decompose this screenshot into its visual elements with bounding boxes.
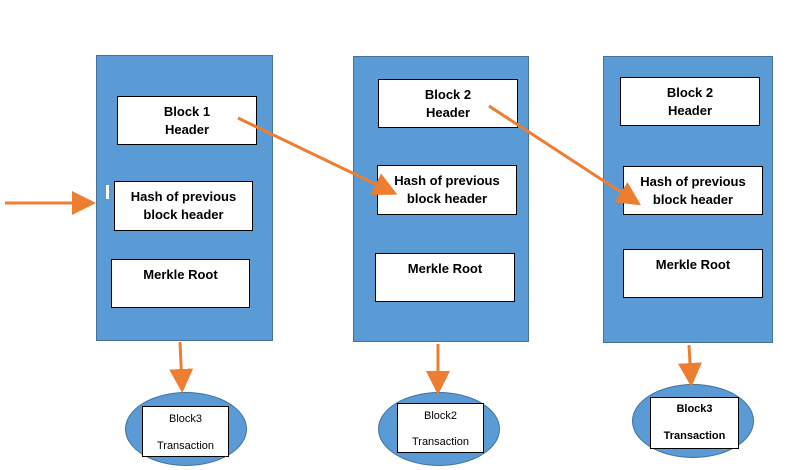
block-3-hash-line1: Hash of previous — [640, 173, 746, 189]
block-3-header-line2: Header — [667, 102, 713, 118]
block-1-header: Block 1 Header — [117, 96, 257, 145]
transaction-box-1: Block3 Transaction — [142, 406, 229, 457]
block-2-merkle-label: Merkle Root — [407, 261, 483, 276]
arrow-header2-to-hash3 — [488, 104, 642, 206]
transaction-1-caption: Transaction — [156, 440, 215, 452]
block-2-header: Block 2 Header — [378, 79, 518, 128]
arrow-block3-to-tx3 — [678, 344, 702, 387]
block-2-header-line1: Block 2 — [424, 86, 472, 102]
block-1-hash-line2: block header — [143, 207, 224, 222]
transaction-3-caption: Transaction — [663, 430, 726, 442]
block-1-header-line2: Header — [164, 121, 210, 137]
transaction-2-label: Block2 — [423, 410, 458, 422]
block-3-hash: Hash of previous block header — [623, 166, 763, 215]
transaction-box-3: Block3 Transaction — [650, 397, 739, 449]
block-3-merkle-label: Merkle Root — [655, 257, 731, 272]
block-1-merkle: Merkle Root — [111, 259, 250, 308]
input-marker — [106, 185, 109, 199]
transaction-2-caption: Transaction — [411, 436, 470, 448]
block-3-header-line1: Block 2 — [666, 84, 714, 100]
block-1-hash-line1: Hash of previous — [130, 189, 237, 204]
block-1-merkle-label: Merkle Root — [143, 267, 218, 282]
block-3-header: Block 2 Header — [620, 77, 760, 126]
block-3-hash-line2: block header — [652, 191, 734, 207]
arrow-header1-to-hash2 — [237, 116, 398, 196]
block-1-hash: Hash of previous block header — [114, 181, 253, 231]
transaction-1-label: Block3 — [168, 413, 203, 425]
block-2-merkle: Merkle Root — [375, 253, 515, 302]
block-2-hash-line1: Hash of previous — [394, 173, 500, 188]
transaction-box-2: Block2 Transaction — [397, 403, 484, 453]
block-2-hash: Hash of previous block header — [377, 165, 517, 215]
block-1-header-line1: Block 1 — [163, 103, 211, 119]
transaction-3-label: Block3 — [676, 403, 713, 415]
block-2-hash-line2: block header — [406, 191, 488, 206]
block-2-header-line2: Header — [425, 104, 471, 120]
block-3-merkle: Merkle Root — [623, 249, 763, 298]
arrow-block1-to-tx1 — [169, 341, 194, 393]
